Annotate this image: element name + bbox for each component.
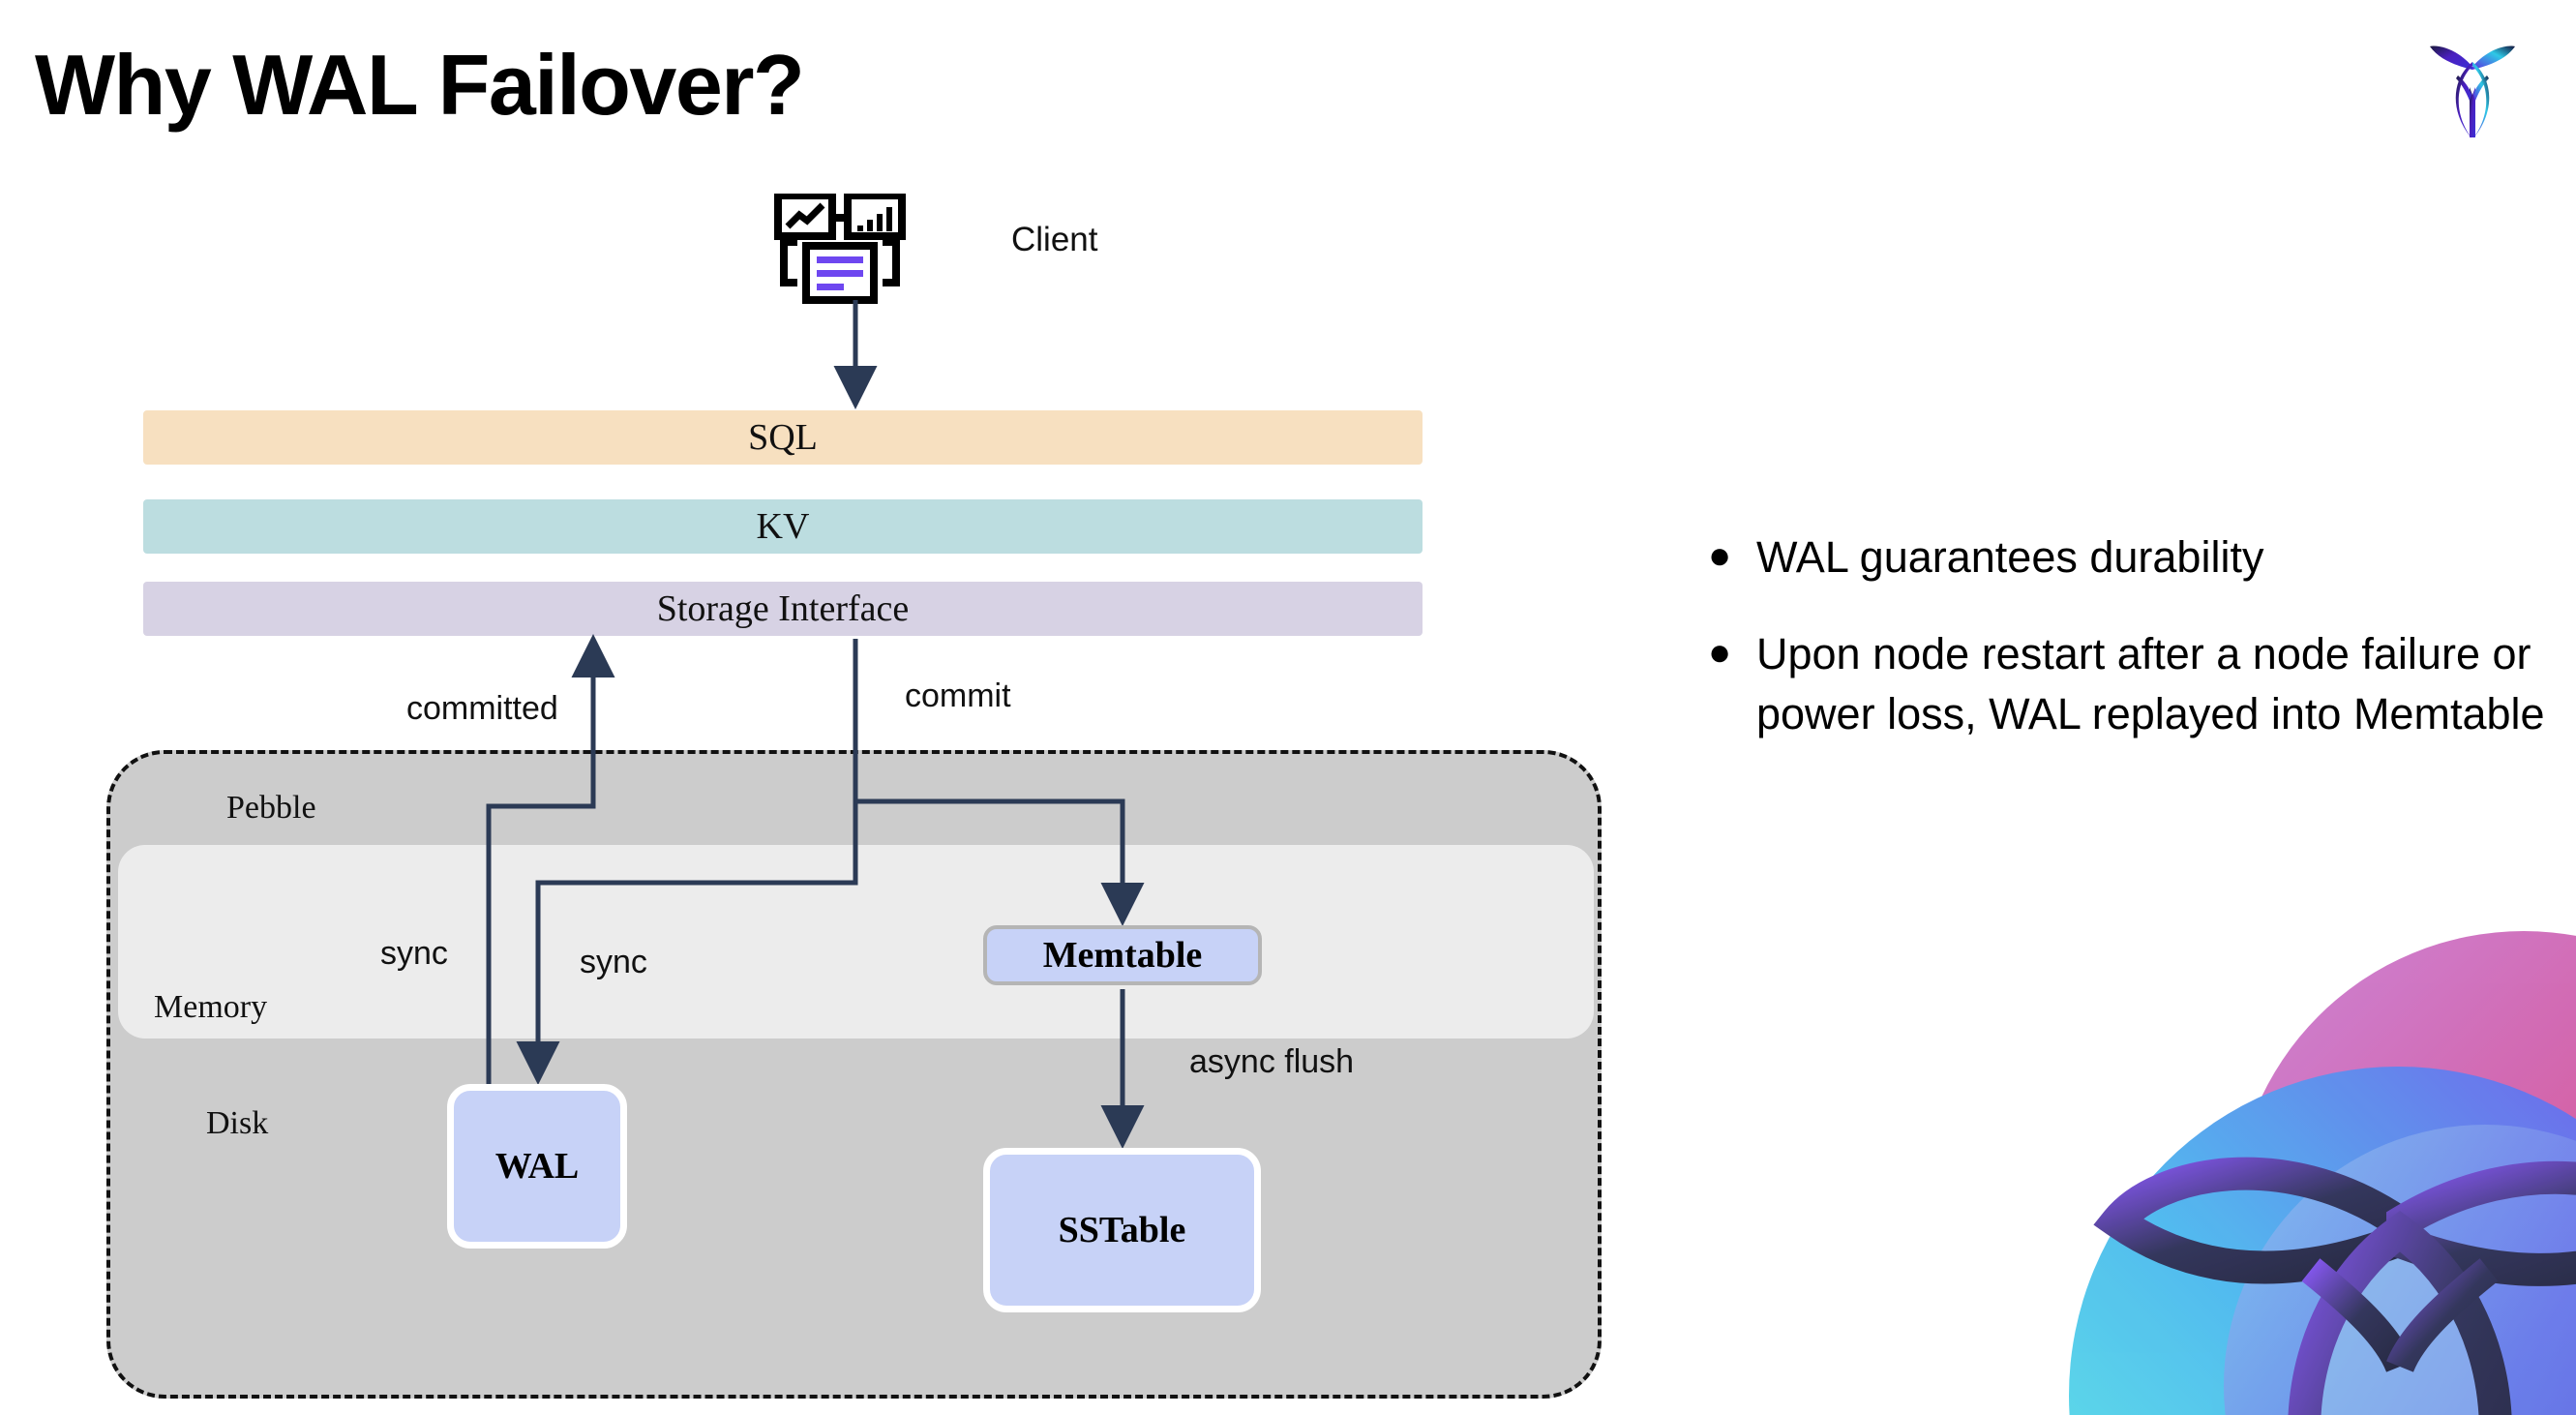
disk-label: Disk bbox=[206, 1105, 269, 1141]
bullet-marker: ● bbox=[1708, 631, 1732, 675]
layer-label-kv: KV bbox=[756, 506, 810, 547]
flow-label-committed: committed bbox=[406, 690, 558, 727]
list-item: ● Upon node restart after a node failure… bbox=[1698, 624, 2550, 744]
bullet-marker: ● bbox=[1708, 534, 1732, 577]
wal-box: WAL bbox=[447, 1084, 627, 1249]
layer-bar-kv: KV bbox=[143, 499, 1423, 554]
cockroachdb-logo-icon bbox=[2414, 33, 2531, 149]
flow-label-async-flush: async flush bbox=[1189, 1043, 1355, 1080]
cockroachdb-watermark-icon bbox=[1982, 931, 2576, 1415]
sstable-box: SSTable bbox=[983, 1148, 1261, 1312]
wal-label: WAL bbox=[494, 1146, 580, 1187]
layer-label-sql: SQL bbox=[748, 417, 818, 458]
flow-label-sync-2: sync bbox=[580, 944, 647, 980]
page-title: Why WAL Failover? bbox=[35, 37, 805, 133]
bullet-text: WAL guarantees durability bbox=[1756, 532, 2264, 582]
layer-bar-sql: SQL bbox=[143, 410, 1423, 465]
bullet-list: ● WAL guarantees durability ● Upon node … bbox=[1698, 527, 2550, 781]
pebble-label: Pebble bbox=[226, 790, 316, 826]
flow-label-sync-1: sync bbox=[380, 935, 448, 972]
flow-label-commit: commit bbox=[905, 677, 1011, 714]
layer-label-storage-interface: Storage Interface bbox=[656, 588, 910, 629]
list-item: ● WAL guarantees durability bbox=[1698, 527, 2550, 587]
memtable-box: Memtable bbox=[983, 925, 1262, 985]
client-dashboard-icon bbox=[774, 192, 929, 310]
memtable-label: Memtable bbox=[1042, 935, 1203, 976]
client-label: Client bbox=[1011, 221, 1098, 258]
memory-label: Memory bbox=[154, 989, 268, 1025]
memory-zone bbox=[118, 845, 1594, 1039]
bullet-text: Upon node restart after a node failure o… bbox=[1756, 629, 2545, 739]
sstable-label: SSTable bbox=[1058, 1210, 1186, 1250]
layer-bar-storage-interface: Storage Interface bbox=[143, 582, 1423, 636]
